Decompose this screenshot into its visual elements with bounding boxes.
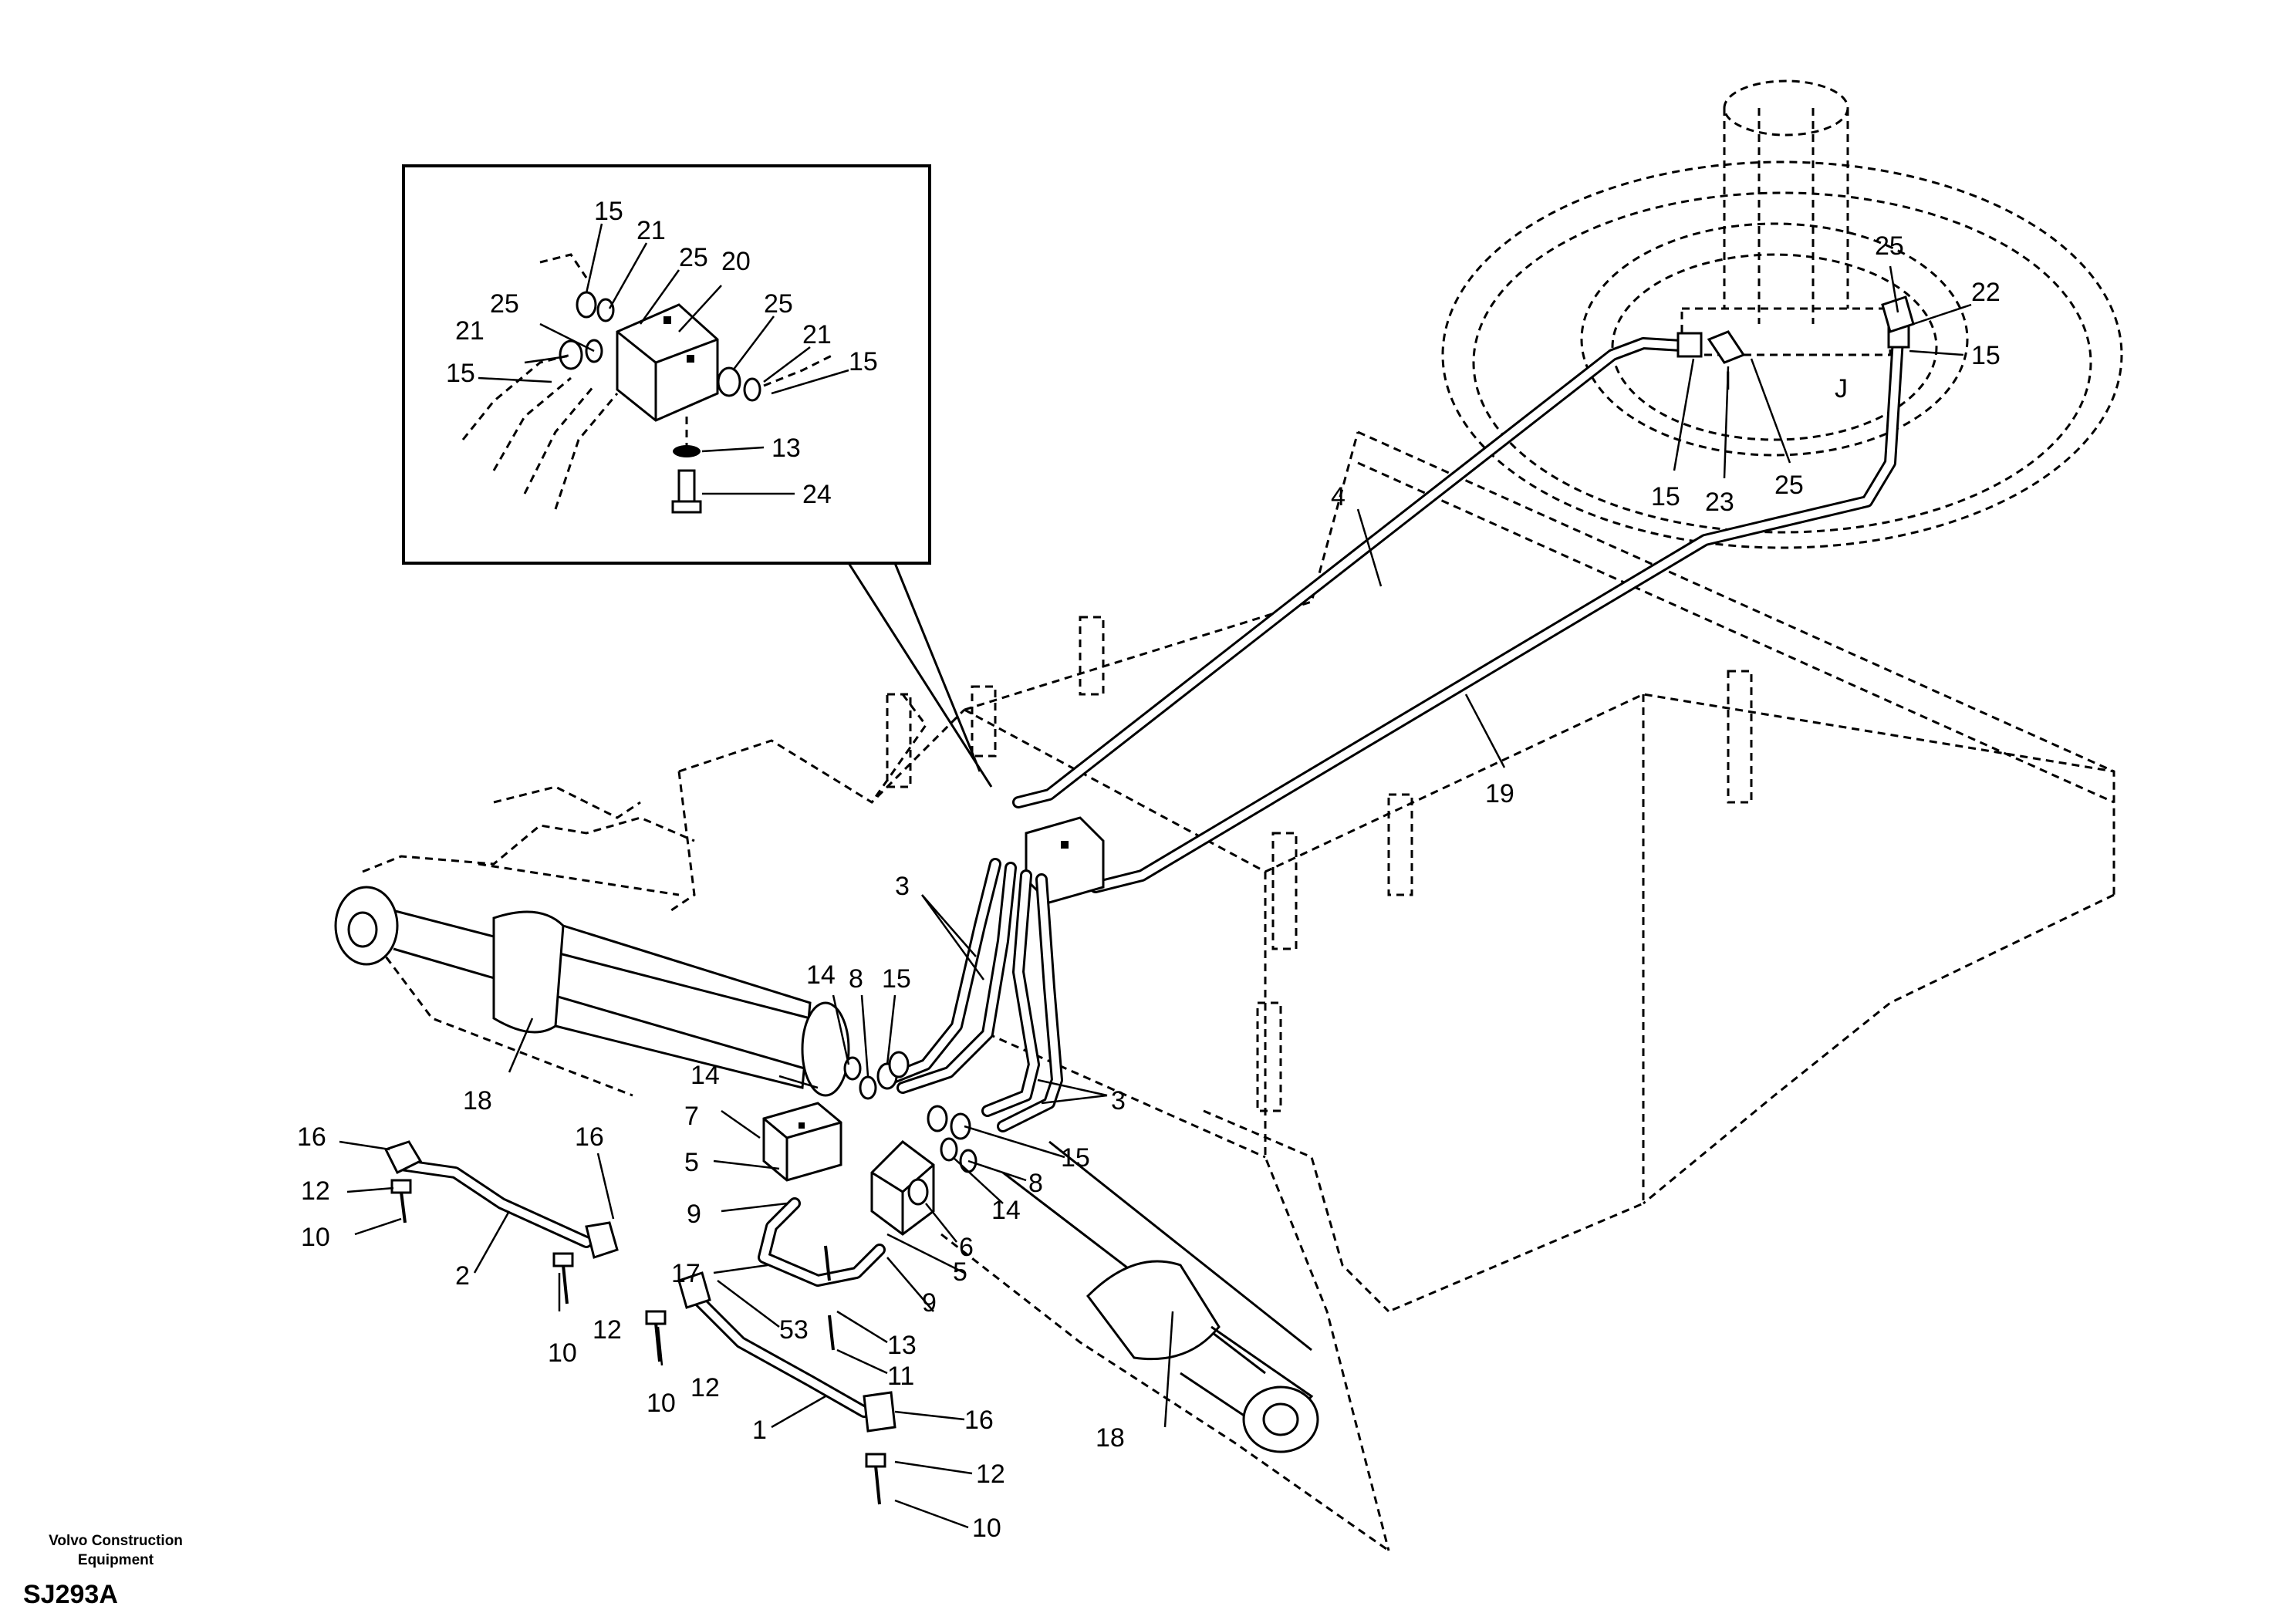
callout-label: 9 [922,1288,937,1318]
callout-label: 15 [446,359,475,388]
callout-label: 14 [806,960,836,990]
callout-label: 5 [953,1257,967,1287]
callout-label: 25 [764,289,793,319]
callout-label: 1 [752,1416,767,1445]
hoses-3 [881,858,1063,1132]
callout-label: 15 [1061,1143,1090,1173]
callout-label: 12 [690,1373,720,1402]
valve-block-7 [762,1102,842,1182]
callout-label: 25 [1875,231,1904,261]
callout-label: 10 [548,1338,577,1368]
callout-label: 6 [959,1233,974,1262]
callout-label: 20 [721,247,751,276]
view-mark-i: I [1724,366,1731,396]
callout-label: 15 [1651,482,1680,511]
callout-label: 15 [594,197,623,226]
boom-cylinder-left [334,886,850,1097]
bolts [390,1179,886,1505]
callout-label: 16 [964,1406,994,1435]
callout-label: 10 [972,1514,1001,1543]
callout-label: 53 [779,1315,809,1345]
callout-label: 16 [297,1122,326,1152]
callout-label: 4 [1331,482,1346,511]
small-fittings [843,1051,977,1173]
callout-label: 18 [463,1086,492,1115]
callout-label: 8 [849,964,863,994]
callout-label: 14 [991,1196,1021,1225]
pipe-1 [677,1271,896,1433]
center-swivel-joint [1680,79,1892,356]
callout-label: 24 [802,480,832,509]
callout-label: 18 [1096,1423,1125,1453]
swivel-fittings [1676,295,1915,364]
callout-label: 12 [301,1176,330,1206]
frame-outline [361,160,2123,1552]
callout-label: 10 [647,1389,676,1418]
callout-label: 25 [490,289,519,319]
document-id: SJ293A [23,1580,118,1609]
callout-label: 12 [976,1460,1005,1489]
callout-label: 13 [887,1331,917,1360]
callout-label: 22 [1971,278,2001,307]
pipe-4 [1012,337,1688,808]
detail-inset [402,164,993,788]
callout-label: 23 [1705,488,1734,517]
pipe-19 [1089,333,1904,893]
callout-label: 2 [455,1261,470,1291]
callout-label: 7 [684,1102,699,1131]
publisher-block: Volvo Construction Equipment SJ293A [23,1533,183,1609]
callout-label: 19 [1485,779,1514,808]
callout-label: 21 [636,216,666,245]
callout-label: 21 [455,316,485,346]
callout-label: 17 [671,1259,701,1288]
callout-label: 15 [849,347,878,376]
callout-label: 21 [802,320,832,349]
boom-cylinder-right [1002,1140,1319,1453]
callout-label: 14 [690,1061,720,1090]
leaders [339,223,1972,1529]
callout-label: 12 [593,1315,622,1345]
publisher-name-line2: Equipment [78,1552,154,1568]
pipe-17 [758,1197,886,1287]
callout-label: 9 [687,1200,701,1229]
callout-label: 11 [887,1362,914,1391]
callout-label: 15 [1971,341,2001,370]
callout-label: 13 [772,434,801,463]
callout-label: 3 [1111,1086,1126,1115]
view-mark-j: J [1835,374,1848,403]
callout-label: 8 [1028,1169,1043,1198]
callout-label: 10 [301,1223,330,1252]
pipe-2 [383,1140,619,1259]
callout-label: 15 [882,964,911,994]
callout-label: 16 [575,1122,604,1152]
publisher-name-line1: Volvo Construction [49,1533,183,1549]
valve-block-6 [870,1140,935,1236]
callout-label: 5 [684,1148,699,1177]
callout-label: 25 [679,243,708,272]
callout-label: 25 [1774,471,1804,500]
callout-label: 3 [895,872,910,901]
callout-labels: 15 21 25 20 25 25 21 21 15 15 13 24 25 2… [297,197,2001,1543]
